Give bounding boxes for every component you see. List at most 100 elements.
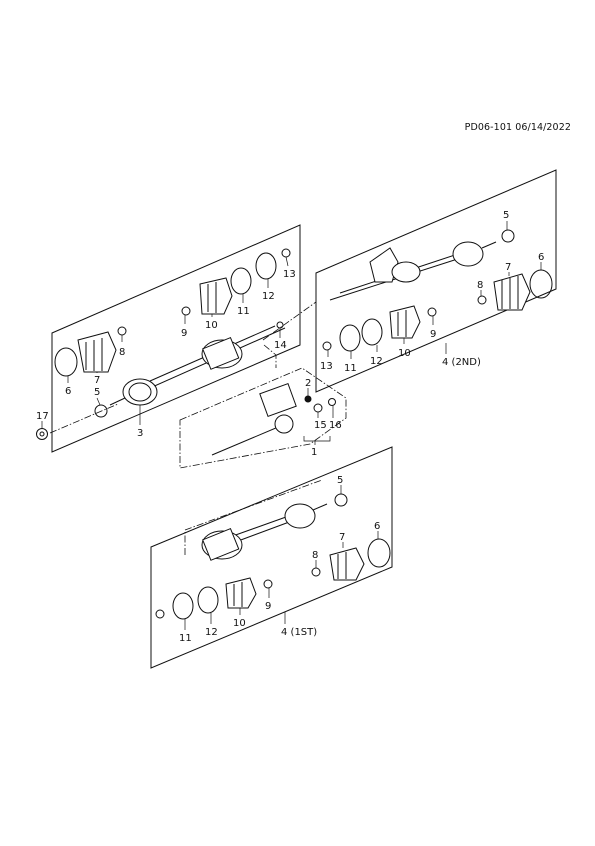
callout-8-second: 8 [477, 280, 483, 291]
bracket-bolt-2 [304, 395, 312, 403]
nut-dash-line [49, 403, 119, 434]
callout-6-first: 6 [374, 521, 380, 532]
second-clip-13 [322, 341, 332, 351]
first-frame-link [184, 479, 323, 555]
second-ring-12 [361, 318, 383, 346]
second-shaft-panel [315, 169, 557, 393]
first-drive-shaft [155, 493, 391, 620]
callout-11-left: 11 [237, 306, 250, 317]
callout-12-first: 12 [205, 627, 218, 638]
left-shaft-panel [51, 224, 301, 453]
second-frame-link [262, 301, 317, 341]
callout-4-first: 4 (1ST) [281, 627, 317, 638]
callout-6-second: 6 [538, 252, 544, 263]
intermediate-shaft-frame [179, 367, 347, 469]
callout-5-left: 5 [94, 387, 100, 398]
callout-13-second: 13 [320, 361, 333, 372]
first-shaft-panel [150, 446, 393, 669]
intermediate-shaft-assembly [211, 382, 336, 456]
left-seal-11 [230, 267, 252, 295]
callout-9-first: 9 [265, 601, 271, 612]
second-seal-11 [339, 324, 361, 352]
second-drive-shaft [322, 229, 553, 352]
first-clamp-9 [263, 579, 273, 589]
first-boot-10-ribs [233, 582, 243, 607]
callout-5-second: 5 [503, 210, 509, 221]
second-outer-cv-joint [452, 241, 484, 267]
callout-3: 3 [137, 428, 143, 439]
left-clip-13 [281, 248, 291, 258]
first-seal-11 [172, 592, 194, 620]
first-boot-7 [329, 547, 365, 581]
leader-5-left [96, 397, 101, 406]
left-clip-5 [94, 404, 108, 418]
second-clamp-8 [477, 295, 487, 305]
circlip-16 [328, 398, 336, 406]
left-boot-7-ribs [85, 338, 103, 371]
first-clip-5 [334, 493, 348, 507]
callout-2: 2 [305, 378, 311, 389]
callout-10-left: 10 [205, 320, 218, 331]
document-id: PD06-101 06/14/2022 [464, 122, 571, 133]
intermediate-bracket [259, 382, 297, 418]
first-clip-13 [155, 609, 165, 619]
second-boot-10-ribs [397, 310, 407, 337]
callout-8-first: 8 [312, 550, 318, 561]
first-ring-12 [197, 586, 219, 614]
callout-15: 15 [314, 420, 327, 431]
first-boot-10 [225, 577, 257, 609]
callout-14: 14 [274, 340, 287, 351]
left-drive-shaft [54, 248, 291, 418]
left-clamp-9 [181, 306, 191, 316]
left-ring-12 [255, 252, 277, 280]
second-boot-7-ribs [501, 276, 519, 309]
left-circlip-14 [276, 321, 284, 329]
callout-9-second: 9 [430, 329, 436, 340]
leader-1 [303, 436, 331, 442]
callout-7-first: 7 [339, 532, 345, 543]
hub-nut-17 [36, 428, 48, 440]
callout-7-left: 7 [94, 375, 100, 386]
callout-11-first: 11 [179, 633, 192, 644]
callout-10-first: 10 [233, 618, 246, 629]
second-ring-6 [529, 269, 553, 299]
left-boot-7 [77, 331, 117, 373]
callout-9-left: 9 [181, 328, 187, 339]
callout-4-second: 4 (2ND) [442, 357, 481, 368]
first-outer-cv-joint [284, 503, 316, 529]
left-clamp-8 [117, 326, 127, 336]
left-stub-shaft [109, 397, 126, 406]
callout-8-left: 8 [119, 347, 125, 358]
left-tripod-body [202, 336, 240, 370]
first-tripod-body [202, 527, 240, 561]
second-stub-shaft [481, 241, 497, 249]
callout-12-left: 12 [262, 291, 275, 302]
callout-10-second: 10 [398, 348, 411, 359]
first-ring-6 [367, 538, 391, 568]
leader-13-left [285, 256, 289, 267]
second-inner-joint [391, 261, 421, 283]
second-clip-5 [501, 229, 515, 243]
first-stub-shaft [312, 503, 328, 511]
callout-6-left: 6 [65, 386, 71, 397]
bearing-15 [313, 403, 323, 413]
left-frame-link [263, 344, 277, 368]
callout-12-second: 12 [370, 356, 383, 367]
callout-7-second: 7 [505, 262, 511, 273]
left-outer-cv-ring [128, 382, 152, 402]
callout-13-left: 13 [283, 269, 296, 280]
second-boot-10 [389, 305, 421, 339]
callout-11-second: 11 [344, 363, 357, 374]
first-boot-7-ribs [337, 552, 347, 579]
callout-17: 17 [36, 411, 49, 422]
second-clamp-9 [427, 307, 437, 317]
hub-nut-17-hole [39, 431, 45, 437]
intermediate-bearing [274, 414, 294, 434]
callout-5-first: 5 [337, 475, 343, 486]
callout-1: 1 [311, 447, 317, 458]
first-clamp-8 [311, 567, 321, 577]
left-boot-10-ribs [207, 282, 217, 313]
left-ring-6 [54, 347, 78, 377]
